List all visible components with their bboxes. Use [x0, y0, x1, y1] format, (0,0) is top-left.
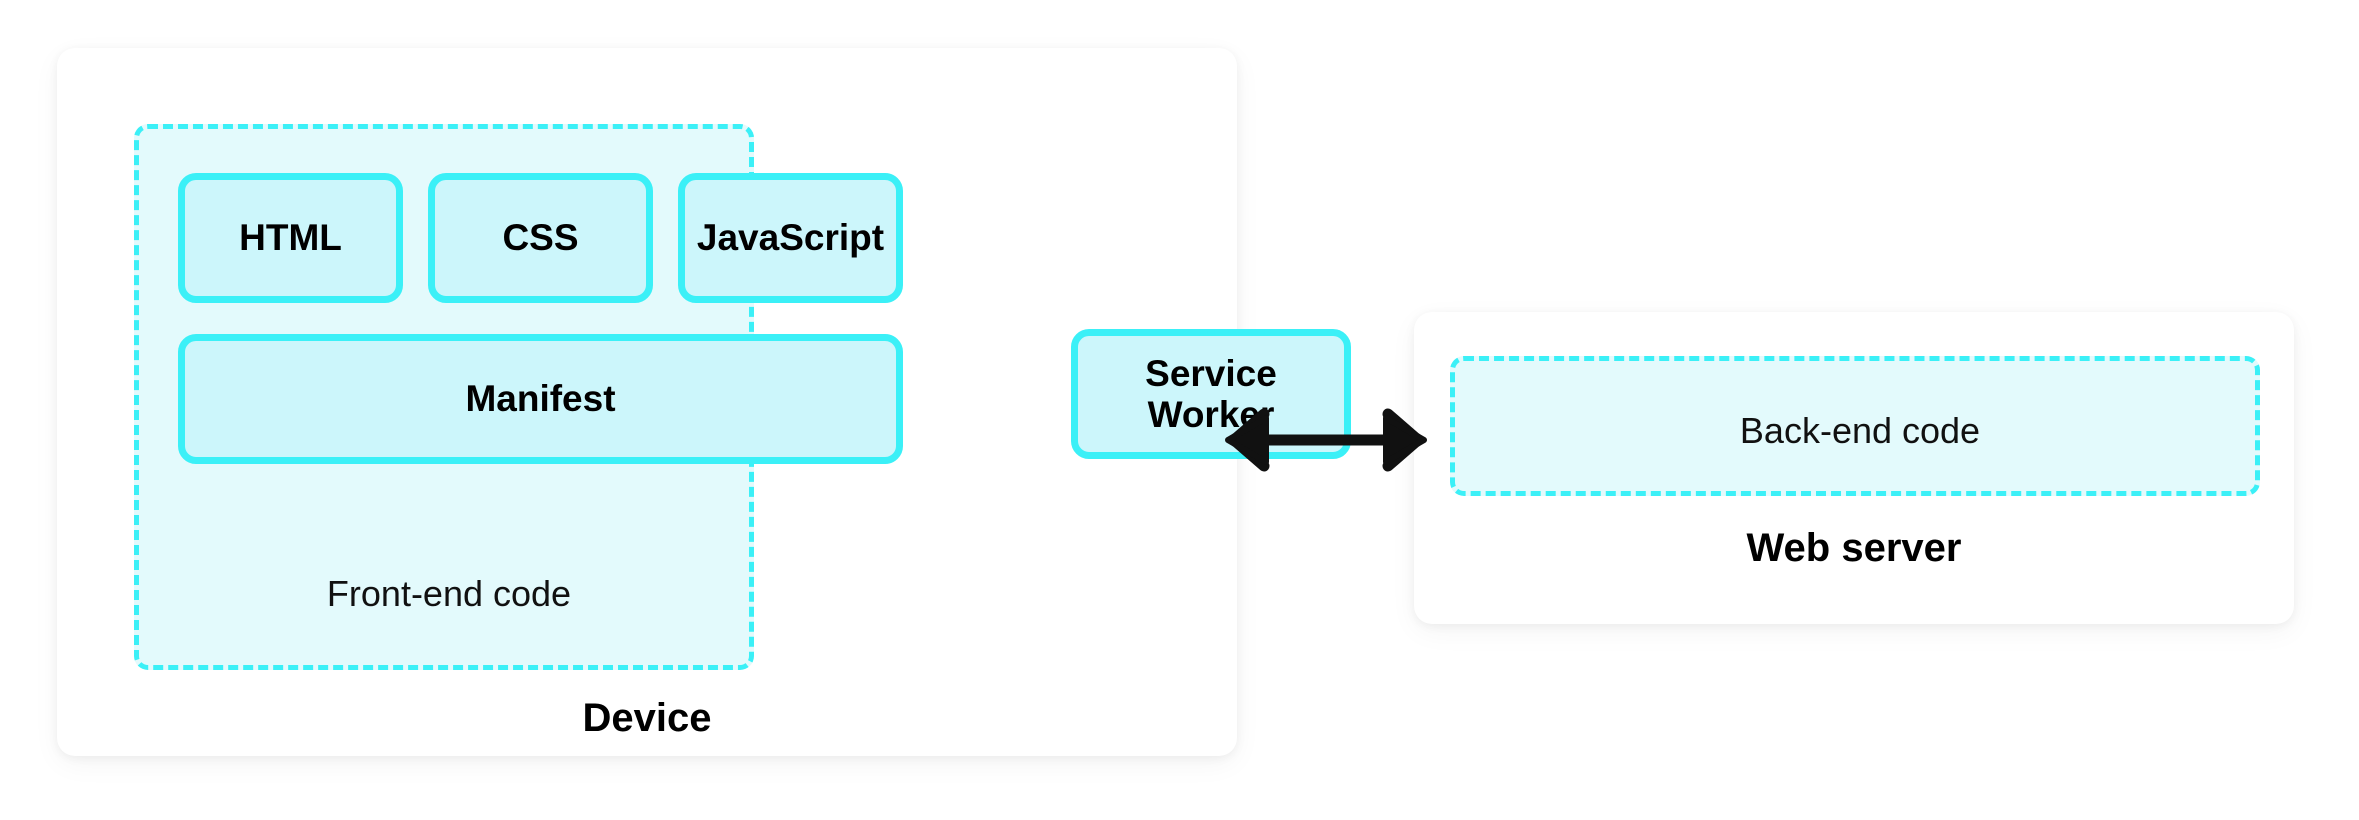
double-headed-arrow-icon: [1225, 408, 1427, 472]
backend-code-caption: Back-end code: [1739, 410, 1981, 451]
tech-box-css[interactable]: CSS: [428, 173, 653, 303]
device-card-caption: Device: [582, 696, 712, 740]
tech-box-html-label: HTML: [239, 217, 342, 259]
frontend-code-caption: Front-end code: [326, 573, 572, 614]
tech-box-html[interactable]: HTML: [178, 173, 403, 303]
tech-box-javascript-label: JavaScript: [696, 217, 885, 259]
backend-code-region: Back-end code: [1450, 356, 2260, 496]
web-server-card-caption: Web server: [1746, 526, 1962, 570]
tech-box-manifest[interactable]: Manifest: [178, 334, 903, 464]
tech-box-css-label: CSS: [502, 217, 579, 259]
tech-box-manifest-label: Manifest: [465, 378, 616, 420]
frontend-code-region: HTML CSS JavaScript Manifest Front-end c…: [134, 124, 903, 670]
web-server-card: Back-end code Web server: [1414, 312, 2294, 624]
device-card: HTML CSS JavaScript Manifest Front-end c…: [57, 48, 1351, 756]
tech-box-javascript[interactable]: JavaScript: [678, 173, 903, 303]
